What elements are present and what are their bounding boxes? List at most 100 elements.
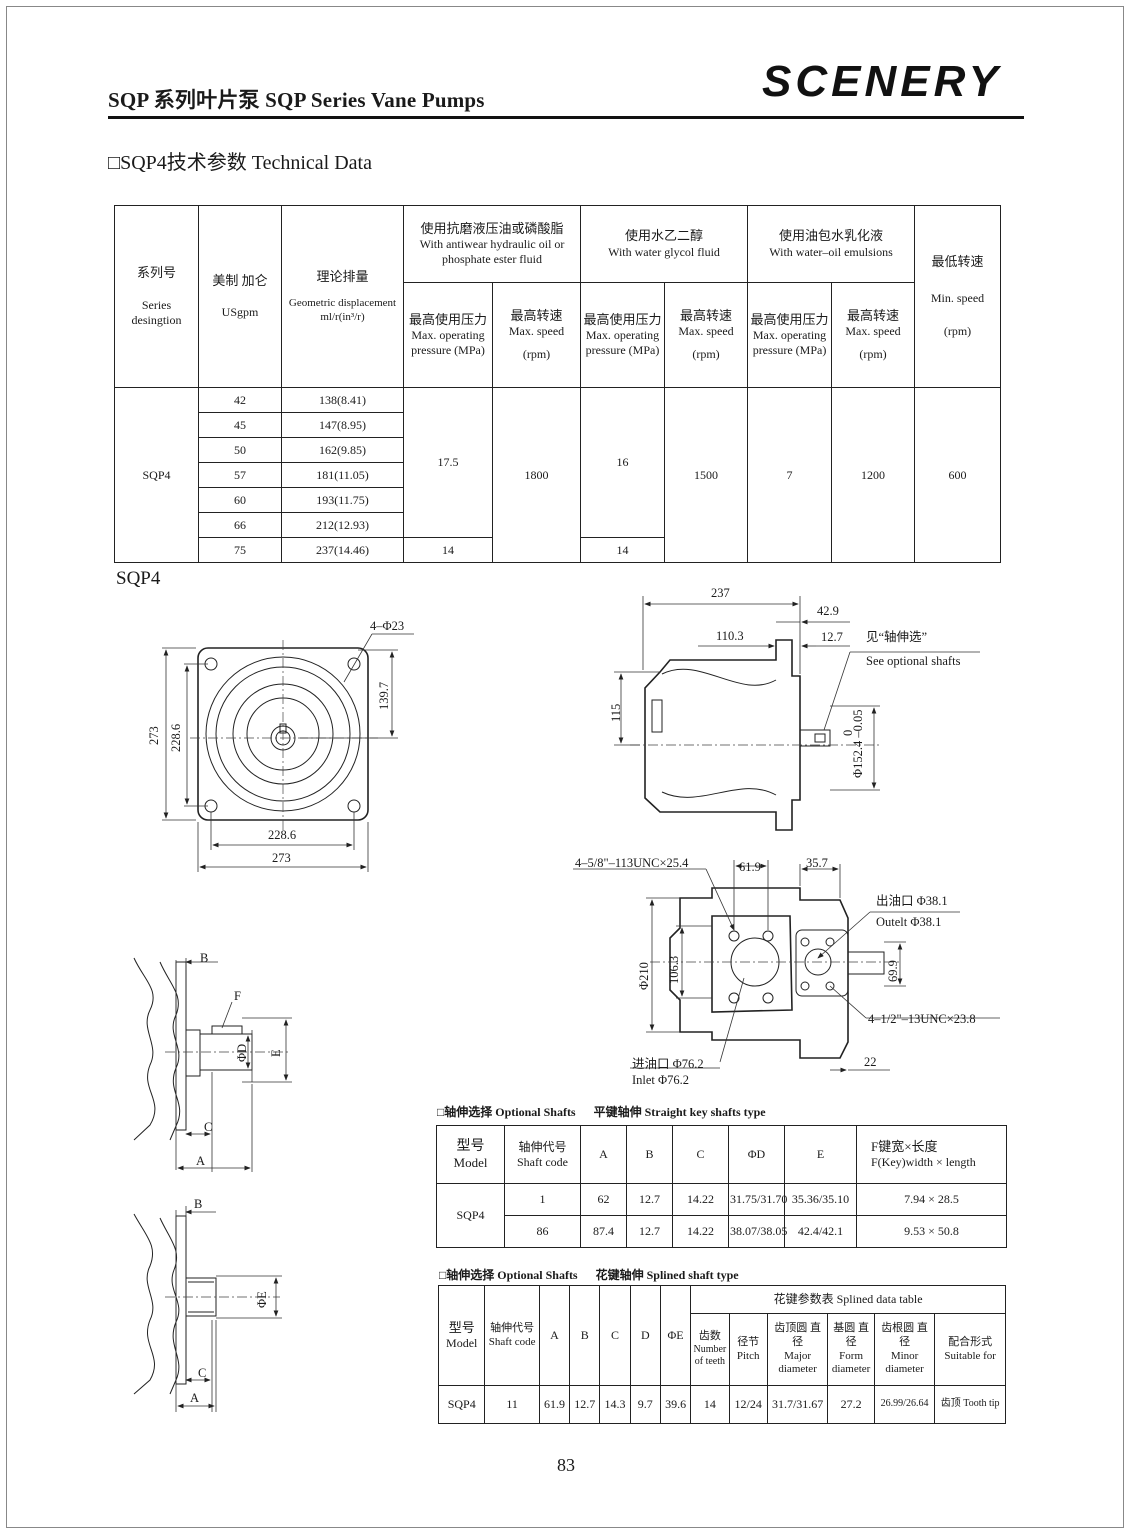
svg-text:115: 115: [609, 704, 623, 722]
svg-text:228.6: 228.6: [169, 724, 183, 752]
glycol-speed-cell: 1500: [663, 387, 749, 563]
section-title: □SQP4技术参数 Technical Data: [108, 152, 372, 174]
page-number: 83: [557, 1455, 575, 1475]
header-spline-group: 花键参数表 Splined data table: [690, 1285, 1006, 1314]
glycol-pressure-75-cell: 14: [580, 537, 665, 563]
header-d: D: [629, 1285, 661, 1386]
side-view: 237 42.9 110.3 12.7 见“轴伸选” See optional …: [609, 586, 980, 831]
svg-text:Φ210: Φ210: [637, 962, 651, 990]
antiwear-pressure-75-cell: 14: [403, 537, 493, 563]
antiwear-pressure-cell: 17.5: [403, 387, 493, 538]
header-a: A: [538, 1285, 571, 1386]
svg-text:B: B: [200, 951, 208, 965]
brand-logo: SCENERY: [762, 57, 998, 106]
svg-text:139.7: 139.7: [377, 682, 391, 710]
svg-text:See optional shafts: See optional shafts: [866, 654, 961, 668]
b-cell: 12.7: [626, 1183, 673, 1216]
c-cell: 14.22: [672, 1183, 729, 1216]
usgpm-cell: 60: [198, 487, 282, 513]
usgpm-cell: 75: [198, 537, 282, 563]
svg-text:228.6: 228.6: [268, 828, 296, 842]
emulsion-speed-cell: 1200: [831, 387, 916, 563]
e-cell: 35.36/35.10: [784, 1183, 857, 1216]
svg-text:出油口 Φ38.1: 出油口 Φ38.1: [876, 894, 948, 908]
top-view: 4–5/8"–113UNC×25.4 61.9 35.7 出油口 Φ38.1 O…: [573, 856, 1000, 1087]
svg-text:F: F: [234, 989, 241, 1003]
displacement-cell: 181(11.05): [281, 462, 404, 488]
code-cell: 1: [504, 1183, 581, 1216]
model-cell: SQP4: [436, 1183, 505, 1248]
usgpm-cell: 45: [198, 412, 282, 438]
major-cell: 31.7/31.67: [766, 1385, 829, 1424]
svg-text:42.9: 42.9: [817, 604, 839, 618]
svg-text:22: 22: [864, 1055, 877, 1069]
table-row: SQP4 42 138(8.41) 17.5 1800 16 1500 7 12…: [114, 387, 1002, 563]
svg-text:273: 273: [147, 726, 161, 745]
antiwear-speed-cell: 1800: [492, 387, 581, 563]
spline-shaft-caption: □轴伸选择 Optional Shafts 花键轴伸 Splined shaft…: [439, 1268, 739, 1282]
svg-text:237: 237: [711, 586, 730, 600]
svg-text:273: 273: [272, 851, 291, 865]
shaft-sketch-spline: B ΦE C A: [133, 1197, 282, 1412]
header-a: A: [580, 1125, 627, 1184]
drawing-title: SQP4: [116, 568, 161, 589]
code-cell: 86: [504, 1215, 581, 1248]
usgpm-cell: 66: [198, 512, 282, 538]
code-cell: 11: [484, 1385, 540, 1424]
d-cell: 31.75/31.70: [728, 1183, 787, 1216]
svg-text:4–Φ23: 4–Φ23: [370, 619, 404, 633]
series-cell: SQP4: [114, 387, 199, 563]
model-cell: SQP4: [437, 1385, 486, 1424]
teeth-cell: 14: [690, 1385, 730, 1424]
glycol-pressure-cell: 16: [580, 387, 665, 538]
shaft-sketch-straight: B F ΦD E C A: [133, 951, 292, 1172]
svg-text:0: 0: [841, 730, 855, 736]
svg-text:A: A: [190, 1391, 199, 1405]
svg-text:4–1/2"–13UNC×23.8: 4–1/2"–13UNC×23.8: [868, 1012, 976, 1026]
b-cell: 12.7: [569, 1385, 601, 1424]
svg-text:ΦD: ΦD: [235, 1044, 249, 1062]
svg-text:C: C: [198, 1366, 206, 1380]
svg-text:12.7: 12.7: [821, 630, 843, 644]
min-speed-cell: 600: [914, 387, 1002, 563]
header-e: ΦE: [659, 1285, 692, 1386]
e-cell: 42.4/42.1: [784, 1215, 857, 1248]
a-cell: 61.9: [538, 1385, 571, 1424]
header-e: E: [784, 1125, 857, 1184]
form-cell: 27.2: [827, 1385, 875, 1424]
header-b: B: [569, 1285, 601, 1386]
svg-text:ΦE: ΦE: [255, 1291, 269, 1308]
fit-cell: 齿顶 Tooth tip: [934, 1385, 1006, 1424]
a-cell: 62: [580, 1183, 627, 1216]
svg-text:A: A: [196, 1154, 205, 1168]
e-cell: 39.6: [659, 1385, 692, 1424]
table-row: SQP4 11 61.9 12.7 14.3 9.7 39.6 14 12/24…: [437, 1385, 1006, 1424]
b-cell: 12.7: [626, 1215, 673, 1248]
svg-text:Φ152.4 –0.05: Φ152.4 –0.05: [851, 709, 865, 778]
svg-text:35.7: 35.7: [806, 856, 828, 870]
c-cell: 14.3: [599, 1385, 631, 1424]
d-cell: 38.07/38.05: [728, 1215, 787, 1248]
displacement-cell: 147(8.95): [281, 412, 404, 438]
f-cell: 9.53 × 50.8: [856, 1215, 1007, 1248]
page-header-title: SQP 系列叶片泵 SQP Series Vane Pumps: [108, 88, 485, 112]
